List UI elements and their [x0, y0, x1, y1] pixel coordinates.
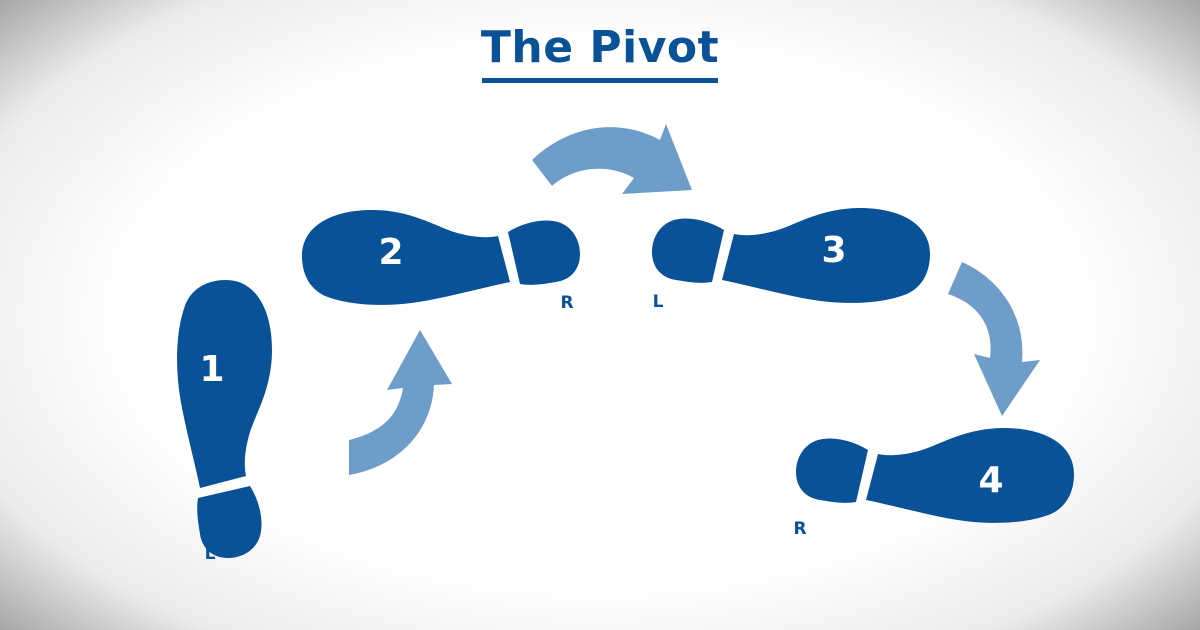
step-number-3: 3 — [821, 230, 846, 271]
arrow-icon-1 — [349, 330, 452, 475]
arrow-icon-3 — [948, 262, 1040, 416]
footprint-2 — [302, 210, 580, 305]
step-number-2: 2 — [378, 232, 403, 273]
footprint-4 — [796, 428, 1074, 523]
footprint-3 — [652, 208, 930, 303]
step-number-4: 4 — [978, 460, 1003, 501]
title-underline — [482, 78, 718, 83]
arrow-icon-2 — [532, 124, 692, 194]
foot-label-3: L — [653, 292, 664, 312]
foot-label-2: R — [560, 293, 573, 313]
page-title: The Pivot — [480, 22, 720, 73]
footprint-1 — [177, 280, 272, 558]
foot-label-1: L — [205, 544, 216, 564]
foot-label-4: R — [793, 519, 806, 539]
step-number-1: 1 — [199, 349, 224, 390]
